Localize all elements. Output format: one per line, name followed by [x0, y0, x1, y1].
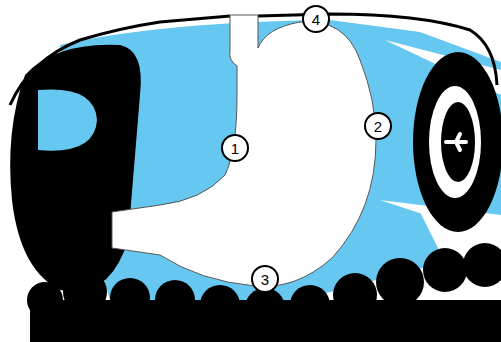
colon-lobe	[423, 248, 467, 292]
kidney-inner	[429, 86, 481, 198]
circle-shape	[252, 266, 278, 292]
colon-lobe	[333, 273, 377, 317]
callout-circle: 3	[251, 265, 279, 293]
stomach-shape	[112, 15, 376, 286]
colon-lobe	[155, 280, 195, 320]
kidney-core	[441, 102, 475, 182]
callout-number: 1	[221, 134, 249, 162]
colon-lobe	[245, 288, 285, 328]
colon-lobe	[63, 270, 107, 314]
colon-lobe	[463, 243, 501, 287]
colon-lobe	[27, 282, 63, 318]
liver-notch	[38, 89, 97, 150]
callout-number: 3	[251, 265, 279, 293]
callout-circle: 4	[302, 5, 330, 33]
circle-shape	[303, 6, 329, 32]
callout-number: 2	[364, 112, 392, 140]
colon-lobe	[290, 285, 330, 325]
colon-lobe	[376, 258, 424, 306]
kidney-outer	[413, 52, 501, 232]
callout-circle: 2	[364, 112, 392, 140]
circle-shape	[222, 135, 248, 161]
circle-shape	[365, 113, 391, 139]
renal-pelvis	[446, 134, 466, 150]
callout-number: 4	[302, 5, 330, 33]
callout-circle: 1	[221, 134, 249, 162]
colon-lobe	[110, 278, 150, 318]
liver-shape	[10, 45, 141, 292]
colon-lobe	[200, 285, 240, 325]
